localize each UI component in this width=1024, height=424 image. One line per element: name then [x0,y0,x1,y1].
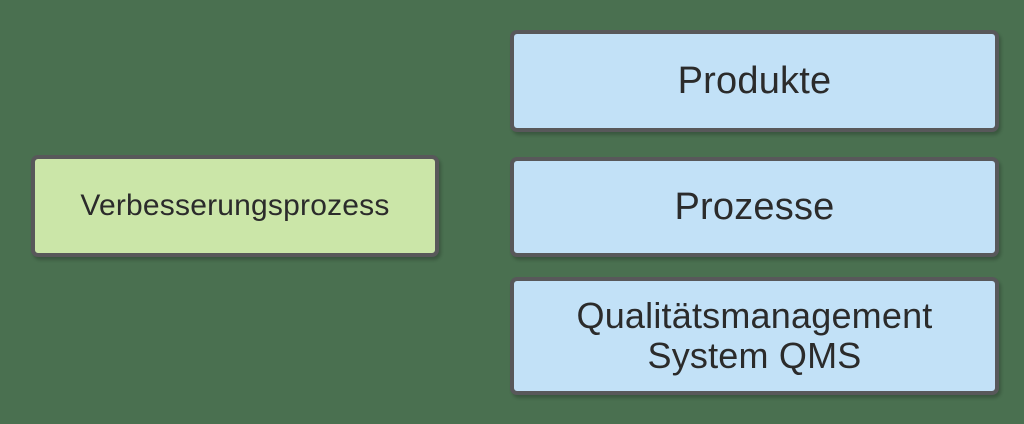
node-verbesserungsprozess-label: Verbesserungsprozess [80,189,390,223]
node-prozesse-label: Prozesse [674,185,835,228]
node-produkte[interactable]: Produkte [510,30,999,132]
node-prozesse[interactable]: Prozesse [510,157,999,257]
node-verbesserungsprozess[interactable]: Verbesserungsprozess [31,155,439,257]
node-qualitaetsmanagement-system-qms-label: Qualitätsmanagement System QMS [576,294,933,376]
node-qualitaetsmanagement-system-qms[interactable]: Qualitätsmanagement System QMS [510,277,999,395]
node-produkte-label: Produkte [677,59,832,102]
